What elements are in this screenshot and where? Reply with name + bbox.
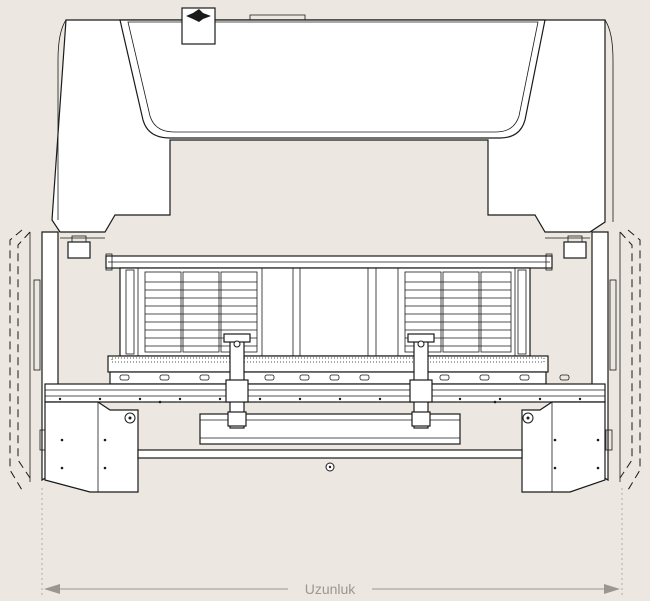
rail-slot bbox=[264, 374, 275, 381]
rail-slot bbox=[329, 374, 340, 381]
rail-slot bbox=[559, 374, 570, 381]
rail-hole bbox=[218, 397, 222, 401]
side-clamps bbox=[60, 235, 590, 259]
vertical-posts bbox=[223, 333, 435, 429]
left-slot-grid bbox=[144, 271, 258, 353]
rail-hole bbox=[538, 397, 542, 401]
rail-slot bbox=[119, 374, 130, 381]
rail-slot bbox=[479, 374, 490, 381]
rail-slot bbox=[159, 374, 170, 381]
rail-slots bbox=[58, 374, 582, 401]
rail-slot bbox=[299, 374, 310, 381]
rail-hole bbox=[98, 397, 102, 401]
lower-housings bbox=[44, 400, 606, 493]
rail-slot bbox=[359, 374, 370, 381]
rail-slot bbox=[199, 374, 210, 381]
back-gauge-panels bbox=[119, 267, 531, 357]
rail-hole bbox=[178, 397, 182, 401]
rail-hole bbox=[258, 397, 262, 401]
rail-hole bbox=[578, 397, 582, 401]
dimension-label: Uzunluk bbox=[305, 581, 357, 597]
rail-hole bbox=[338, 397, 342, 401]
table-rails bbox=[44, 355, 606, 403]
clamp-assembly bbox=[137, 413, 523, 472]
rail-hole bbox=[378, 397, 382, 401]
upper-beam bbox=[105, 253, 553, 271]
arrow-left-icon bbox=[44, 584, 60, 594]
rail-hole bbox=[138, 397, 142, 401]
rail-slot bbox=[519, 374, 530, 381]
rail-hole bbox=[498, 397, 502, 401]
rail-hole bbox=[298, 397, 302, 401]
rail-hole bbox=[458, 397, 462, 401]
arrow-right-icon bbox=[604, 584, 620, 594]
upper-hood bbox=[51, 7, 614, 233]
logo-icon bbox=[186, 9, 211, 22]
length-dimension: Uzunluk bbox=[41, 488, 623, 597]
rail-slot bbox=[439, 374, 450, 381]
rail-hole bbox=[58, 397, 62, 401]
